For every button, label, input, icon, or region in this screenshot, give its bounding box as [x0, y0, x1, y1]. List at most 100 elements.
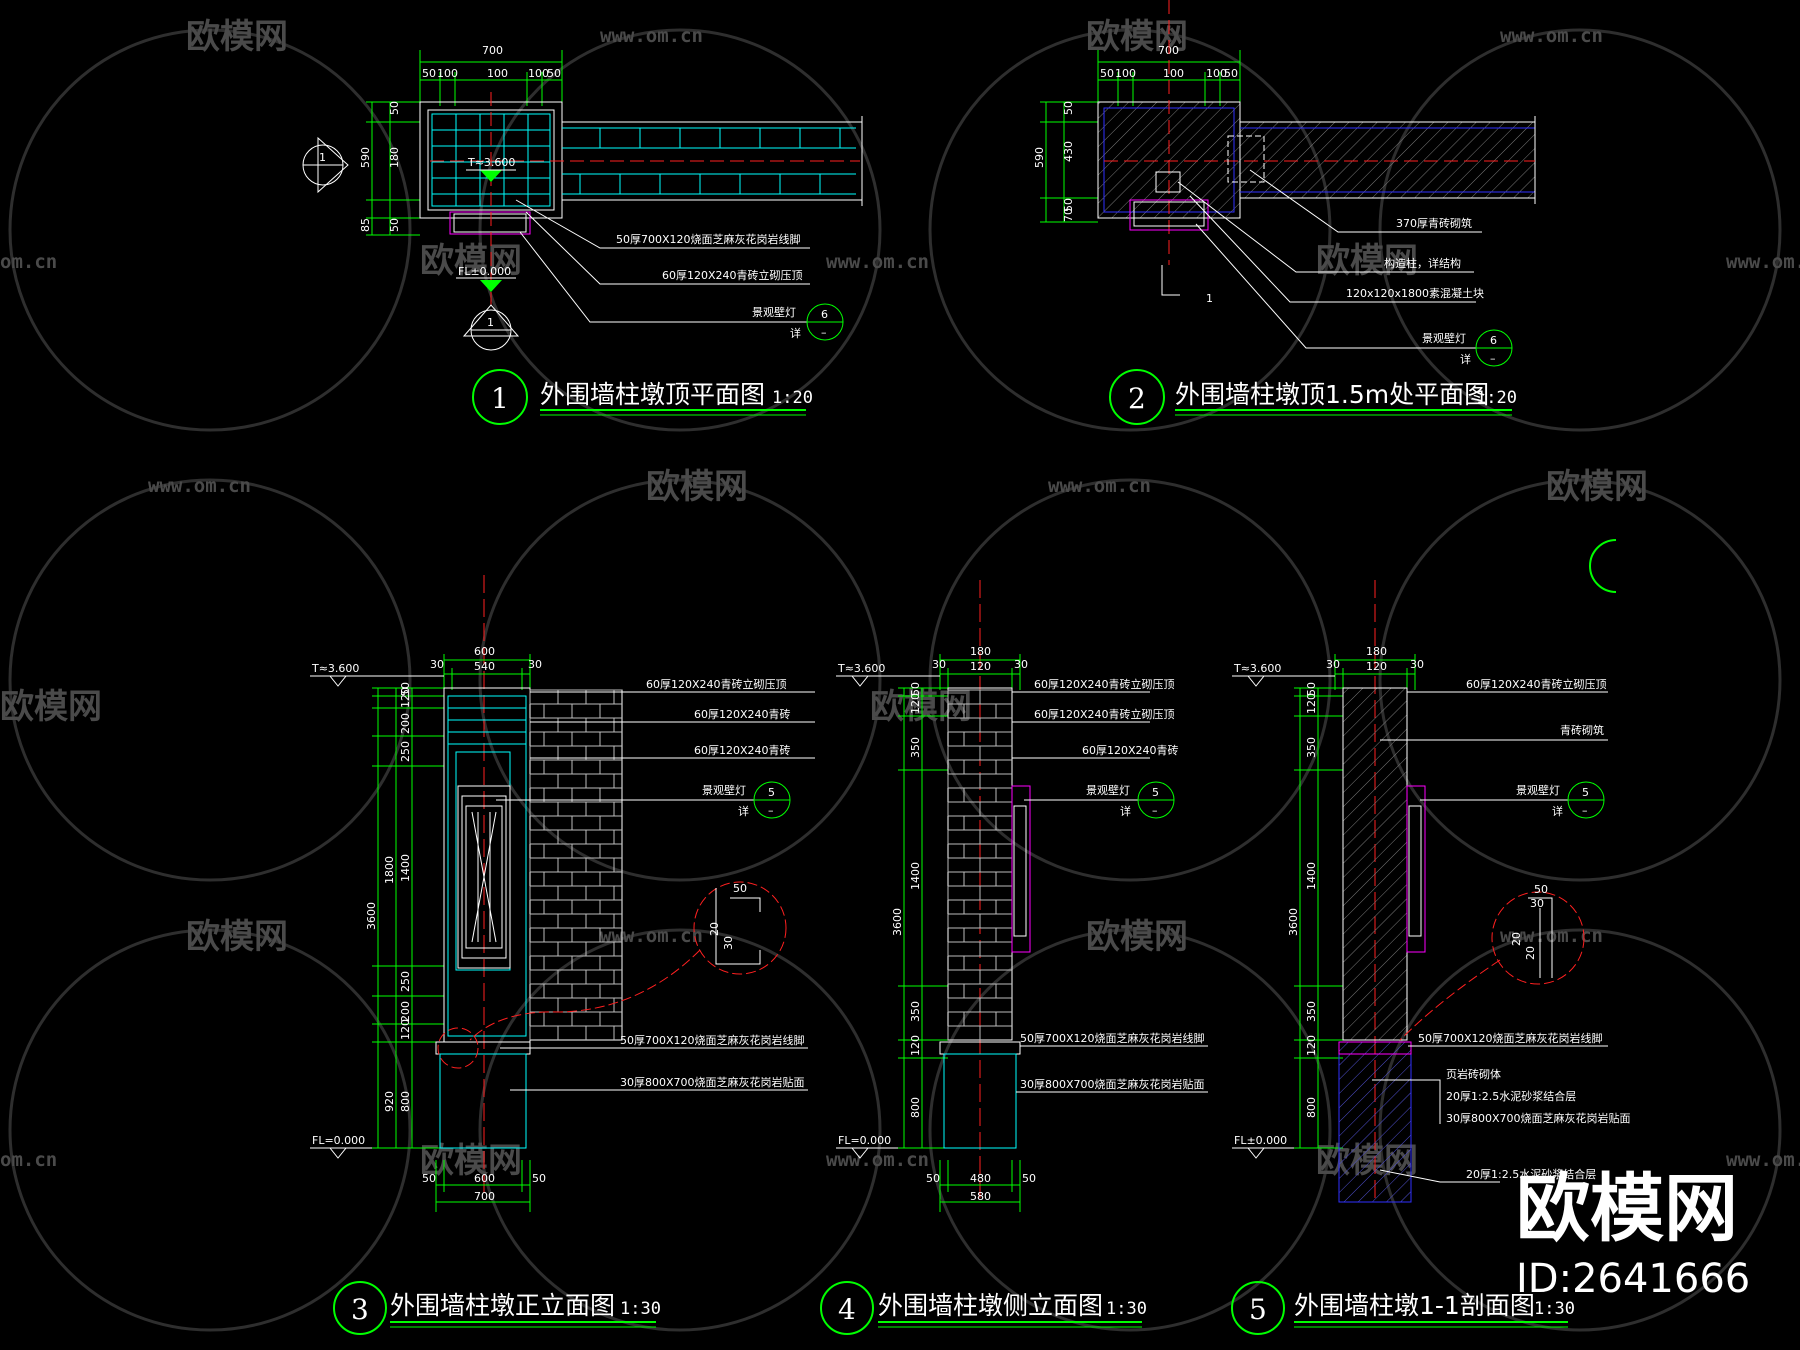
drawing-2-plan-1-5m: 700 50 100 100 100 50 50 430 590 50 70 — [1033, 0, 1536, 425]
level-text: FL±0.000 — [458, 265, 511, 278]
dim-text: 350 — [1305, 1001, 1318, 1022]
dim-text: 50 — [1534, 883, 1548, 896]
dim-text: 590 — [359, 147, 372, 168]
drawing-5-section: 180 120 30 30 T≈3.600 FL±0.000 50 120 35… — [1231, 580, 1631, 1335]
dim-text: 920 — [383, 1091, 396, 1112]
drawing-number-circle — [1109, 369, 1165, 425]
dim-text: 50 — [1305, 682, 1318, 696]
drawing-scale: 1:20 — [772, 388, 813, 408]
drawing-number-circle — [1231, 1281, 1285, 1335]
dim-text: 600 — [474, 1172, 495, 1185]
dim-text: 120 — [909, 693, 922, 714]
note-text: 60厚120X240青砖立砌压顶 — [662, 268, 803, 282]
drawing-title: 外围墙柱墩顶平面图 — [540, 380, 765, 409]
drawing-title: 外围墙柱墩顶1.5m处平面图 — [1175, 380, 1489, 409]
dim-text: 1400 — [1305, 862, 1318, 890]
note-text: 60厚120X240青砖 — [694, 707, 791, 721]
dim-text: 20 — [1510, 932, 1523, 946]
drawing-1-plan-top: 700 50 100 100 100 50 50 180 590 85 50 — [302, 44, 863, 425]
note-text: 60厚120X240青砖立砌压顶 — [1466, 677, 1607, 691]
note-text: 页岩砖砌体 — [1446, 1067, 1501, 1081]
dim-text: 100 — [437, 67, 458, 80]
watermark-url: www.om.cn — [600, 25, 703, 47]
watermark-logo: 欧模网 — [646, 467, 748, 507]
level-text: T≈3.600 — [467, 156, 515, 169]
dim-text: 120 — [1305, 693, 1318, 714]
dim-text: 50 — [1062, 198, 1075, 212]
svg-text:1: 1 — [487, 316, 494, 329]
dim-text: 50 — [909, 682, 922, 696]
dim-text: 50 — [388, 218, 401, 232]
dim-text: 30 — [1326, 658, 1340, 671]
dim-text: 100 — [1206, 67, 1227, 80]
watermark-logo: 欧模网 — [1546, 467, 1648, 507]
dim-text: 120 — [970, 660, 991, 673]
ref-prefix: 详 — [1120, 804, 1131, 818]
watermark-url: www.om.cn — [1500, 925, 1603, 947]
note-text: 60厚120X240青砖立砌压顶 — [646, 677, 787, 691]
level-text: FL±0.000 — [1234, 1134, 1287, 1147]
dim-text: 700 — [482, 44, 503, 57]
note-text: 120x120x1800素混凝土块 — [1346, 286, 1484, 300]
dim-text: 50 — [399, 682, 412, 696]
drawing-number: 1 — [491, 382, 509, 415]
note-text: 60厚120X240青砖立砌压顶 — [1034, 707, 1175, 721]
note-text: 60厚120X240青砖立砌压顶 — [1034, 677, 1175, 691]
level-text: FL=0.000 — [838, 1134, 891, 1147]
dim-text: 50 — [733, 882, 747, 895]
drawing-number-circle — [820, 1281, 874, 1335]
ref-top: 5 — [1582, 786, 1589, 799]
dim-text: 100 — [1115, 67, 1136, 80]
dim-text: 200 — [399, 1001, 412, 1022]
ref-prefix: 详 — [1552, 804, 1563, 818]
dim-text: 30 — [1410, 658, 1424, 671]
drawing-scale: 1:30 — [1534, 1299, 1575, 1319]
note-text: 30厚800X700烧面芝麻灰花岗岩贴面 — [1020, 1077, 1205, 1091]
note-text: 60厚120X240青砖 — [1082, 743, 1179, 757]
dim-text: 70 — [1062, 208, 1075, 222]
watermark-url: www.om.cn — [1048, 475, 1151, 497]
dim-text: 1400 — [399, 854, 412, 882]
dim-text: 50 — [422, 1172, 436, 1185]
watermark-url: www.om.cn — [826, 251, 929, 273]
watermark-logo: 欧模网 — [1086, 917, 1188, 957]
dim-text: 50 — [1224, 67, 1238, 80]
level-text: T≈3.600 — [311, 662, 359, 675]
section-marker-icon: 1 — [302, 136, 349, 194]
section-marker-icon: 1 — [462, 304, 520, 351]
dim-text: 30 — [932, 658, 946, 671]
dim-text: 3600 — [891, 908, 904, 936]
svg-text:1: 1 — [319, 151, 326, 164]
dim-text: 85 — [359, 218, 372, 232]
dim-text: 200 — [399, 713, 412, 734]
dim-text: 100 — [528, 67, 549, 80]
drawing-title: 外围墙柱墩正立面图 — [390, 1291, 615, 1320]
drawing-scale: 1:20 — [1476, 388, 1517, 408]
level-text: T≈3.600 — [837, 662, 885, 675]
watermark-logo: 欧模网 — [186, 17, 288, 57]
note-text: 20厚1:2.5水泥砂浆结合层 — [1446, 1089, 1576, 1103]
dim-text: 1400 — [909, 862, 922, 890]
drawing-scale: 1:30 — [620, 1299, 661, 1319]
ref-bottom: – — [1490, 352, 1496, 365]
dim-text: 800 — [399, 1091, 412, 1112]
watermark-url: www.om.cn — [1726, 1149, 1800, 1171]
dim-text: 120 — [909, 1035, 922, 1056]
drawing-number-circle — [333, 1281, 387, 1335]
drawing-title: 外围墙柱墩1-1剖面图 — [1294, 1291, 1535, 1320]
dim-text: 30 — [1014, 658, 1028, 671]
dim-text: 580 — [970, 1190, 991, 1203]
note-text: 30厚800X700烧面芝麻灰花岗岩贴面 — [1446, 1111, 1631, 1125]
note-text: 景观壁灯 — [702, 783, 746, 797]
pier-section-cut — [1342, 687, 1408, 1041]
dim-text: 50 — [388, 101, 401, 115]
ref-prefix: 详 — [738, 804, 749, 818]
dim-text: 50 — [1100, 67, 1114, 80]
watermark-url-short: om.cn — [0, 1149, 57, 1171]
level-marker-icon — [480, 280, 502, 292]
dim-text: 1800 — [383, 856, 396, 884]
dim-text: 50 — [1062, 101, 1075, 115]
dim-text: 20 — [1524, 946, 1537, 960]
dim-text: 50 — [422, 67, 436, 80]
